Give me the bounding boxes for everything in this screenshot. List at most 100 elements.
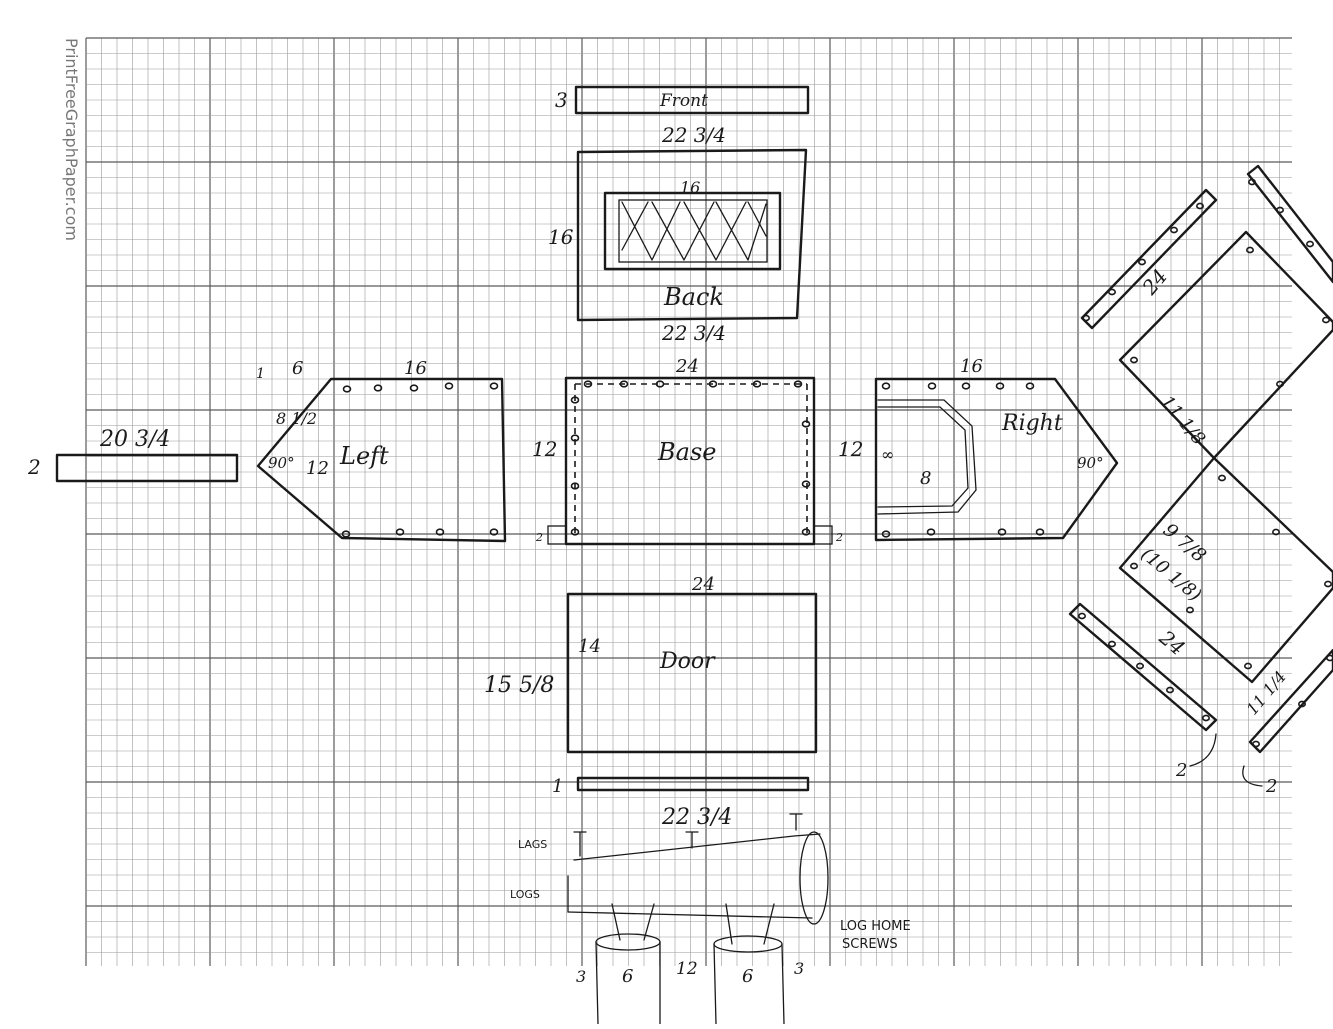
left-panel [256,377,507,543]
right-inset-depth-label: 8 [920,468,931,489]
roof-rail-lower-right [1248,648,1333,754]
screw-hole [373,384,383,392]
left-top-width-label: 16 [404,358,427,379]
door-trim-board [576,776,810,792]
post-left-top [595,933,661,951]
screw-hole [1025,382,1035,390]
screw-hole [489,382,499,390]
screw-hole [995,382,1005,390]
log-detail: LAGS LOGS LOG HOME SCREWS 3 6 12 6 3 [510,813,911,1025]
screw-hole [1272,528,1281,536]
log-bottom-line [567,911,813,919]
right-inset-mark: ∞ [881,445,894,464]
screw-hole [1170,226,1179,234]
base-panel [564,376,816,546]
right-panel [874,377,1119,542]
back-height-label: 16 [548,225,574,249]
right-label: Right [1001,411,1063,436]
post-left-sides [595,941,661,1025]
back-panel [576,148,808,322]
screw-hole [583,380,593,388]
left-label: Left [339,442,389,470]
roof-panel-lower [1118,456,1333,684]
screw-hole [1130,356,1139,364]
screw-hole [1276,380,1285,388]
right-inset-inner [877,406,969,508]
screw-hole [801,420,811,428]
screw-hole [444,382,454,390]
log-home-screws [611,903,775,945]
screw-hole [961,382,971,390]
roof-callout-arrow-a [1189,733,1217,767]
screw-hole [395,528,405,536]
front-width-label: 22 3/4 [661,123,726,147]
screw-hole [1306,240,1315,248]
screw-hole [570,434,580,442]
door-panel [566,592,818,754]
graph-grid [85,37,1292,966]
screw-hole [1078,612,1087,620]
back-label: Back [663,283,724,311]
back-window-pane [618,199,768,263]
door-inner-label: 14 [578,636,601,657]
left-slope-label: 8 1/2 [276,409,317,428]
door-height-label: 15 5/8 [484,673,554,698]
roof-rail-upper-right [1246,164,1333,284]
screws-label-line2: SCREWS [842,937,898,952]
log-dim-1: 6 [622,966,633,987]
roof-rail-lower-label: 24 [1154,625,1190,660]
screw-hole [926,528,936,536]
base-width-label: 24 [675,356,699,377]
left-peak-width-label: 6 [292,358,303,379]
screw-hole [752,380,762,388]
screw-hole [1324,580,1333,588]
screw-hole [1244,662,1253,670]
screw-hole [435,528,445,536]
roof-screw-holes [1078,178,1333,748]
back-window-frame [603,191,782,271]
screw-hole [801,480,811,488]
screw-hole [1186,606,1195,614]
left-rail-piece: 2 20 3/4 [27,427,239,483]
screw-hole [489,528,499,536]
screw-hole [1166,686,1175,694]
post-right-top [713,935,783,953]
roof-rail-upper-left [1080,188,1218,330]
left-rail-length-label: 20 3/4 [99,427,170,452]
screw-hole [1276,206,1285,214]
screw-hole [1252,740,1261,748]
right-inset-outer [877,399,977,515]
log-dim-0: 3 [576,967,586,986]
left-rail-board [55,453,239,483]
base-post-left-label: 2 [535,531,543,544]
roof-rail-thickness-a-label: 2 [1175,760,1187,781]
door-width-label: 24 [691,574,715,595]
lags-label: LAGS [518,838,547,851]
screw-hole [708,380,718,388]
screw-hole [1246,246,1255,254]
screw-hole [1082,314,1091,322]
screw-hole [409,384,419,392]
base-screw-holes [570,380,811,536]
door-trim-length-label: 22 3/4 [661,805,732,830]
left-rail-thickness-label: 2 [27,455,41,479]
door-trim-thickness-label: 1 [552,776,563,797]
base-post-right [813,525,833,545]
left-tick-label: 1 [256,366,265,382]
screw-hole [1326,654,1333,662]
back-width-label: 22 3/4 [661,321,726,345]
back-window-lattice [621,201,767,261]
screw-hole [1196,202,1205,210]
logs-label: LOGS [510,888,540,901]
roof-rail-lower-short-label: 11 1/4 [1243,667,1290,718]
door-label: Door [659,649,716,674]
roof-panel-upper [1118,230,1333,460]
door-piece: 24 14 15 5/8 Door [484,574,818,754]
right-angle-label: 90° [1077,454,1104,472]
screw-hole [655,380,665,388]
screw-hole [1108,640,1117,648]
screw-hole [570,396,580,404]
roof-rail-upper-label: 24 [1137,264,1172,300]
